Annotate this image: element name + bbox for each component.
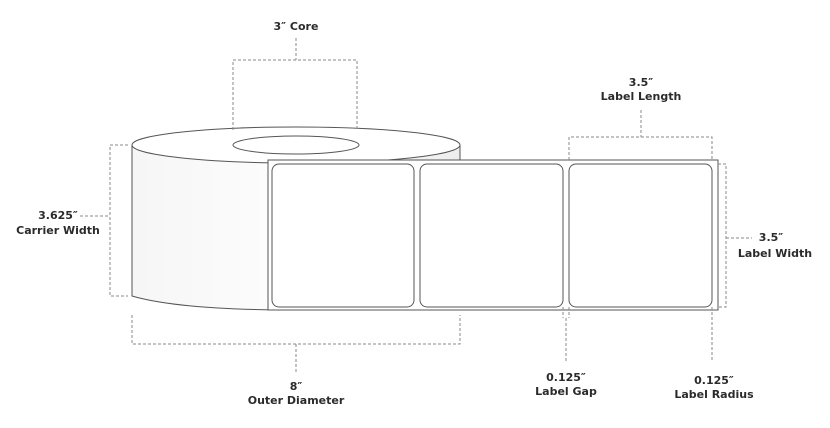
label-length-dimension: 3.5″ Label Length	[568, 76, 713, 160]
core-label: 3″ Core	[274, 20, 319, 33]
label-radius-caption: Label Radius	[674, 388, 754, 401]
label-radius-value: 0.125″	[694, 374, 734, 387]
label-width-dimension: 3.5″ Label Width	[718, 163, 812, 308]
label-length-value: 3.5″	[629, 76, 653, 89]
label-gap-value: 0.125″	[546, 371, 586, 384]
label-gap-caption: Label Gap	[535, 385, 597, 398]
label-2	[419, 163, 564, 308]
outer-diameter-caption: Outer Diameter	[248, 394, 345, 407]
label-3	[568, 163, 713, 308]
carrier-width-dimension: 3.625″ Carrier Width	[16, 144, 128, 297]
label-1	[271, 163, 415, 308]
label-gap-dimension: 0.125″ Label Gap	[535, 307, 597, 398]
outer-diameter-dimension: 8″ Outer Diameter	[131, 315, 461, 407]
outer-diameter-value: 8″	[290, 380, 303, 393]
roll-core	[232, 135, 360, 155]
label-length-caption: Label Length	[601, 90, 682, 103]
core-dimension: 3″ Core	[232, 20, 358, 130]
label-width-caption: Label Width	[738, 247, 812, 260]
carrier-width-value: 3.625″	[38, 209, 78, 222]
label-radius-dimension: 0.125″ Label Radius	[674, 307, 754, 401]
carrier-width-caption: Carrier Width	[16, 224, 100, 237]
label-width-value: 3.5″	[759, 231, 783, 244]
